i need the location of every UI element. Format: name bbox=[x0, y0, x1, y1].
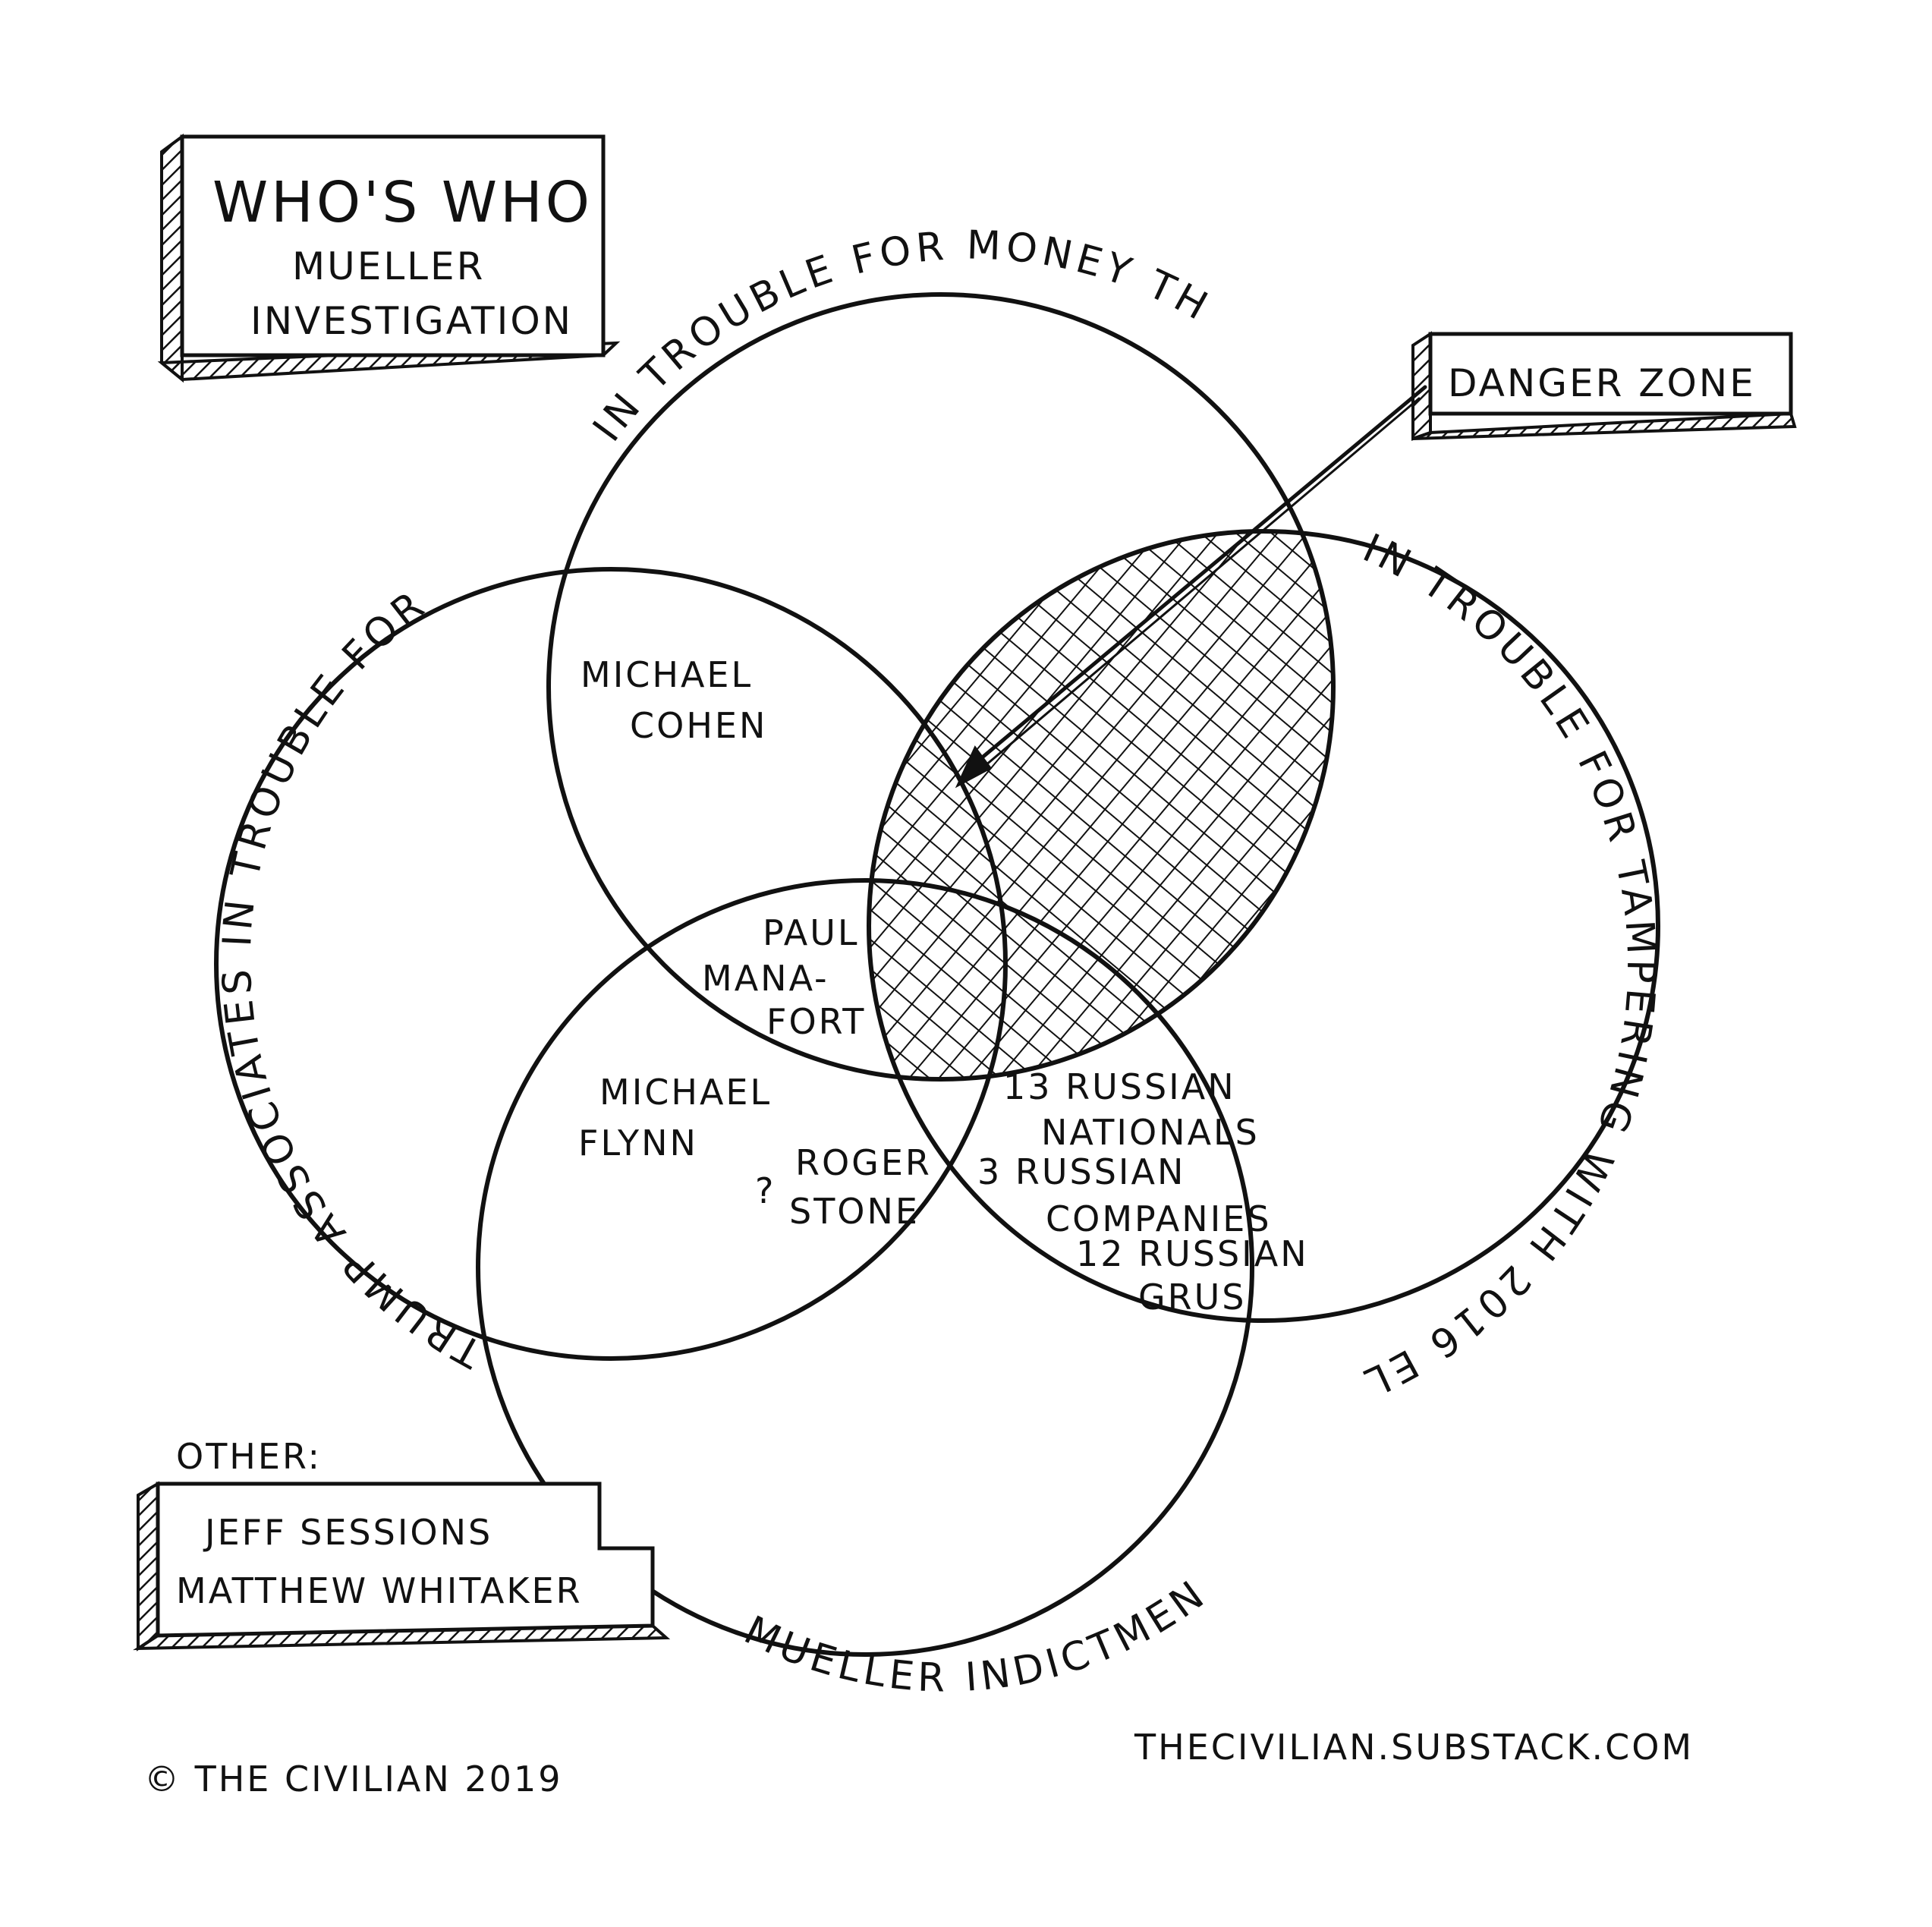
cohen-name: MICHAEL COHEN bbox=[581, 654, 767, 746]
money-things-circle bbox=[546, 292, 1336, 1082]
stone-question-mark: ? bbox=[755, 1170, 776, 1211]
other-name-2: MATTHEW WHITAKER bbox=[176, 1570, 583, 1611]
russian-companies: 3 RUSSIAN COMPANIES bbox=[977, 1151, 1272, 1239]
title-box: WHO'S WHO MUELLER INVESTIGATION bbox=[157, 134, 621, 383]
subtitle-line-2: INVESTIGATION bbox=[250, 299, 573, 343]
danger-zone-box: DANGER ZONE bbox=[1411, 331, 1797, 441]
other-heading: OTHER: bbox=[176, 1436, 322, 1477]
danger-zone-arrow bbox=[955, 385, 1427, 789]
website-text: THECIVILIAN.SUBSTACK.COM bbox=[1134, 1727, 1694, 1768]
flynn-name: MICHAEL FLYNN bbox=[578, 1072, 785, 1163]
russian-grus: 12 RUSSIAN GRUS bbox=[1076, 1233, 1322, 1318]
danger-zone-label: DANGER ZONE bbox=[1448, 361, 1756, 405]
other-box: JEFF SESSIONS MATTHEW WHITAKER bbox=[133, 1481, 671, 1651]
indictments-circle bbox=[476, 878, 1254, 1657]
stone-name: ROGER STONE bbox=[789, 1142, 945, 1232]
other-name-1: JEFF SESSIONS bbox=[203, 1512, 492, 1553]
copyright-text: © THE CIVILIAN 2019 bbox=[144, 1759, 562, 1799]
lying-circle bbox=[214, 567, 1008, 1361]
russian-nationals: 13 RUSSIAN NATIONALS bbox=[1003, 1066, 1260, 1153]
subtitle-line-1: MUELLER bbox=[292, 244, 485, 288]
manafort-name: PAUL MANA- FORT bbox=[702, 912, 873, 1042]
page-title: WHO'S WHO bbox=[212, 170, 593, 235]
